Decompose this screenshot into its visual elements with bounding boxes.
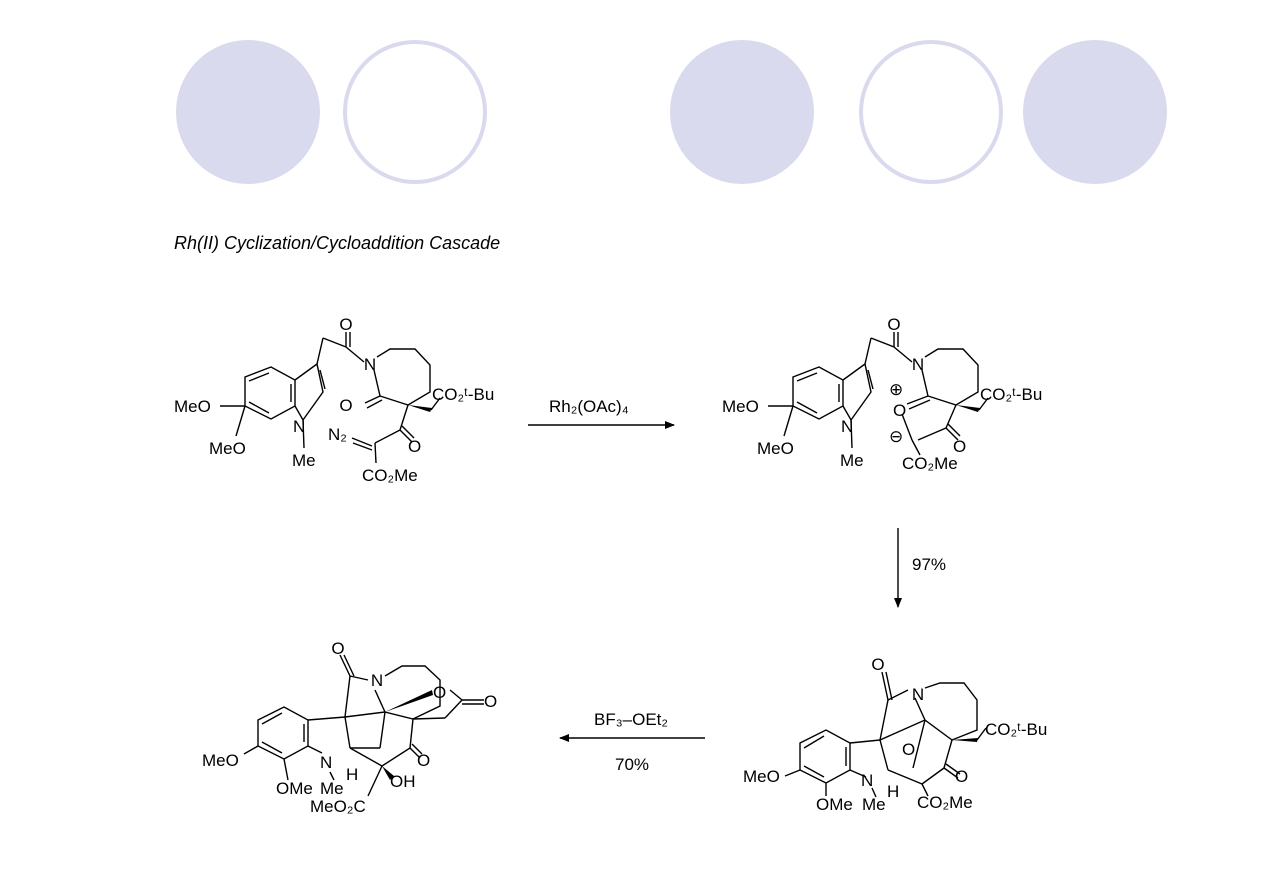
c1-methoxy-bottom: MeO (209, 439, 246, 458)
c2-ketone-oxygen: O (953, 437, 966, 456)
c4-lactone-oxygen: O (433, 683, 446, 702)
c1-ester-side-chain: CO₂ᵗ-Bu (432, 385, 494, 404)
c2-positive-charge: ⊕ (889, 380, 903, 399)
c4-ring-nitrogen: N (371, 671, 383, 690)
c3-bridge-oxygen: O (902, 740, 915, 759)
c1-n-methyl: Me (292, 451, 316, 470)
c4-carbonyl-oxygen: O (331, 639, 344, 658)
c2-negative-charge: ⊖ (889, 427, 903, 446)
c3-methyl-ester: CO₂Me (917, 793, 973, 812)
step2-yield-label: 97% (912, 555, 946, 574)
c4-ketone-oxygen: O (417, 751, 430, 770)
c4-hydrogen: H (346, 765, 358, 784)
arrow-step-2: 97% (894, 528, 946, 608)
c1-diazo-group: N₂ (328, 425, 347, 444)
compound-4-lactone-product: O N O O O OH MeO₂C MeO OMe N Me H (202, 639, 497, 816)
step1-reagent-label: Rh₂(OAc)₄ (549, 397, 629, 416)
step3-yield-label: 70% (615, 755, 649, 774)
c3-methoxy-bottom: OMe (816, 795, 853, 814)
c4-methoxy-bottom: OMe (276, 779, 313, 798)
c2-ring-nitrogen: N (912, 355, 924, 374)
compound-3-cycloadduct: O N O CO₂ᵗ-Bu O CO₂Me MeO OMe N Me H (743, 655, 1047, 814)
c1-methyl-ester: CO₂Me (362, 466, 418, 485)
c2-ester-side-chain: CO₂ᵗ-Bu (980, 385, 1042, 404)
c1-ketone-oxygen: O (408, 437, 421, 456)
arrow-step-3: BF₃–OEt₂ 70% (559, 710, 705, 774)
c4-hydroxyl: OH (390, 772, 416, 791)
c3-ester-side-chain: CO₂ᵗ-Bu (985, 720, 1047, 739)
c2-oxonium-oxygen: O (893, 401, 906, 420)
c4-n-methyl: Me (320, 779, 344, 798)
c2-methoxy-bottom: MeO (757, 439, 794, 458)
c3-indoline-nitrogen: N (861, 771, 873, 790)
c3-ketone-oxygen: O (955, 767, 968, 786)
c2-n-methyl: Me (840, 451, 864, 470)
c3-hydrogen: H (887, 782, 899, 801)
c1-ring-nitrogen: N (364, 355, 376, 374)
decor-circle-outline-1 (343, 40, 487, 184)
c3-ring-nitrogen: N (912, 685, 924, 704)
decor-circle-filled-1 (176, 40, 320, 184)
decor-circle-outline-2 (859, 40, 1003, 184)
scheme-caption: Rh(II) Cyclization/Cycloaddition Cascade (174, 233, 501, 253)
c4-indoline-nitrogen: N (320, 753, 332, 772)
decor-circle-filled-3 (1023, 40, 1167, 184)
c1-lactam-oxygen: O (339, 396, 352, 415)
c4-lactone-carbonyl-oxygen: O (484, 692, 497, 711)
c2-indole-nitrogen: N (841, 417, 853, 436)
decor-circle-filled-2 (670, 40, 814, 184)
step3-reagent-label: BF₃–OEt₂ (594, 710, 668, 729)
c1-carbonyl-oxygen: O (339, 315, 352, 334)
c4-methoxy-top: MeO (202, 751, 239, 770)
c1-indole-nitrogen: N (293, 417, 305, 436)
c2-carbonyl-oxygen: O (887, 315, 900, 334)
c4-methyl-ester: MeO₂C (310, 797, 366, 816)
c2-methyl-ester: CO₂Me (902, 454, 958, 473)
c3-n-methyl: Me (862, 795, 886, 814)
compound-2-carbonyl-ylide: O N ⊕ O CO₂ᵗ-Bu ⊖ O CO₂Me MeO MeO N Me (722, 315, 1042, 473)
c3-methoxy-top: MeO (743, 767, 780, 786)
c1-methoxy-top: MeO (174, 397, 211, 416)
arrow-step-1: Rh₂(OAc)₄ (528, 397, 675, 429)
c2-methoxy-top: MeO (722, 397, 759, 416)
compound-1-diazo-substrate: O N O CO₂ᵗ-Bu O N₂ CO₂Me MeO MeO N Me (174, 315, 494, 485)
c3-carbonyl-oxygen: O (871, 655, 884, 674)
